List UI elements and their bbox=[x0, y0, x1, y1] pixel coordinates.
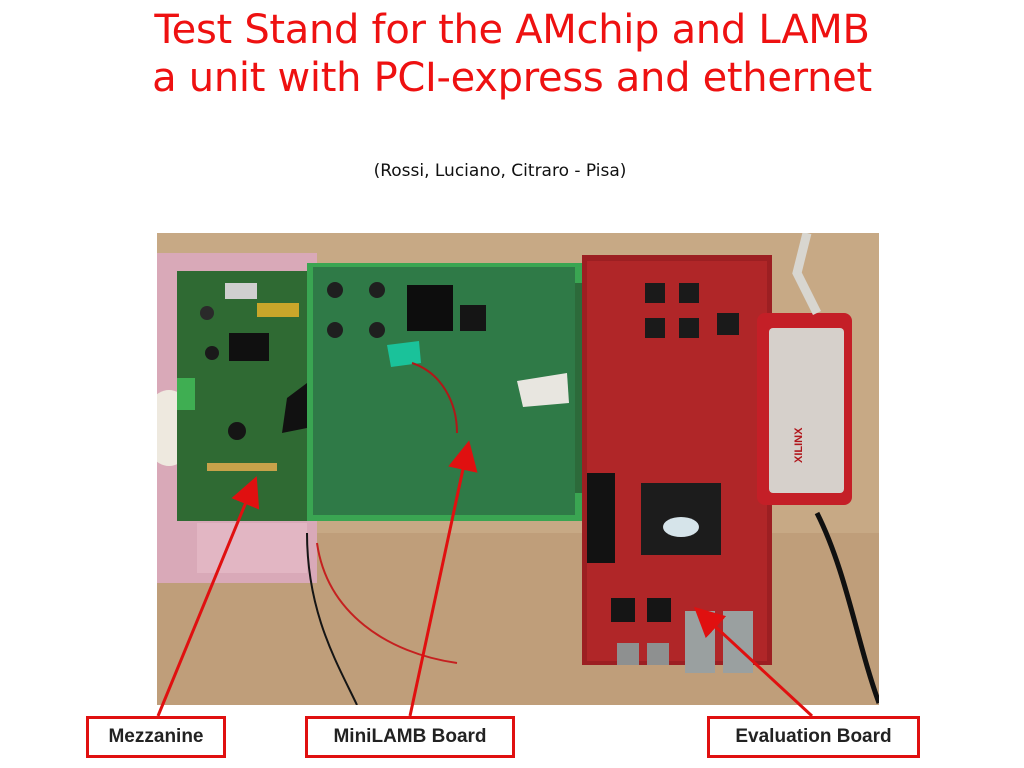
title-line-1: Test Stand for the AMchip and LAMB bbox=[154, 7, 870, 53]
authors-subtitle: (Rossi, Luciano, Citraro - Pisa) bbox=[373, 161, 627, 181]
minilamb-board-label: MiniLAMB Board bbox=[305, 716, 515, 758]
evaluation-board-label: Evaluation Board bbox=[707, 716, 920, 758]
minilamb-board bbox=[307, 263, 595, 521]
evaluation-board bbox=[582, 255, 772, 673]
title-line-2: a unit with PCI-express and ethernet bbox=[152, 55, 872, 101]
mezzanine-label: Mezzanine bbox=[86, 716, 226, 758]
test-stand-photo: XILINX bbox=[157, 233, 879, 705]
svg-text:XILINX: XILINX bbox=[793, 427, 805, 463]
slide-title: Test Stand for the AMchip and LAMB a uni… bbox=[0, 6, 1024, 102]
xilinx-cable-box: XILINX bbox=[757, 313, 852, 505]
